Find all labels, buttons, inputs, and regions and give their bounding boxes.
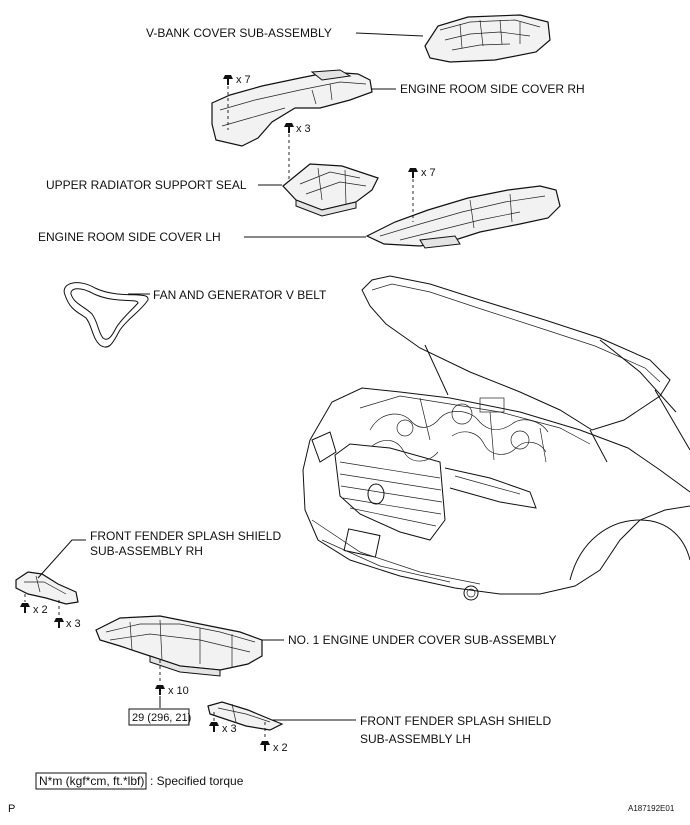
fan-generator-v-belt-label: FAN AND GENERATOR V BELT [153, 288, 327, 302]
splash-lh-count-b: x 2 [273, 742, 288, 754]
torque-value: 29 (296, 21) [132, 712, 191, 724]
bolt-icon [20, 603, 30, 613]
engine-under-cover-label: NO. 1 ENGINE UNDER COVER SUB-ASSEMBLY [288, 633, 557, 647]
page-letter: P [8, 803, 15, 815]
splash-shield-lh-label-1: FRONT FENDER SPLASH SHIELD [360, 714, 551, 728]
splash-rh-count-b: x 3 [66, 618, 81, 630]
splash-rh-leader [37, 539, 86, 579]
lh-cover-count: x 7 [421, 167, 436, 179]
under-cover-count: x 10 [168, 685, 189, 697]
bolt-icon [408, 168, 418, 178]
seal-count: x 3 [296, 123, 311, 135]
engine-room-side-cover-rh-part [211, 69, 373, 147]
splash-rh-count-a: x 2 [33, 604, 48, 616]
bolt-icon [223, 75, 233, 85]
vehicle-illustration [302, 275, 690, 601]
figure-code: A187192E01 [628, 804, 675, 813]
v-bank-leader [355, 32, 424, 37]
splash-shield-lh-label-2: SUB-ASSEMBLY LH [360, 732, 471, 746]
front-fender-splash-shield-lh-part [207, 701, 284, 731]
splash-shield-rh-label-1: FRONT FENDER SPLASH SHIELD [90, 529, 281, 543]
engine-room-side-cover-rh-label: ENGINE ROOM SIDE COVER RH [400, 82, 585, 96]
v-belt-part [63, 282, 149, 348]
v-bank-cover-part [424, 14, 551, 63]
upper-radiator-support-seal-part [282, 163, 379, 217]
upper-radiator-support-seal-label: UPPER RADIATOR SUPPORT SEAL [46, 178, 247, 192]
bolt-icon [155, 685, 165, 695]
bolt-icon [284, 123, 294, 133]
legend-units: N*m (kgf*cm, ft.*lbf) [39, 774, 144, 788]
engine-room-side-cover-lh-part [365, 185, 561, 249]
splash-lh-count-a: x 3 [222, 723, 237, 735]
bolt-icon [209, 722, 219, 732]
legend-description: : Specified torque [150, 774, 244, 788]
bolt-icon [54, 618, 64, 628]
engine-room-side-cover-lh-label: ENGINE ROOM SIDE COVER LH [38, 230, 221, 244]
engine-under-cover-part [95, 615, 263, 677]
v-bank-cover-label: V-BANK COVER SUB-ASSEMBLY [146, 26, 332, 40]
splash-shield-rh-label-2: SUB-ASSEMBLY RH [90, 544, 203, 558]
bolt-icon [260, 741, 270, 751]
legend-units-box [35, 772, 147, 790]
torque-box [128, 708, 190, 726]
rh-cover-count: x 7 [236, 74, 251, 86]
front-fender-splash-shield-rh-part [15, 571, 79, 605]
